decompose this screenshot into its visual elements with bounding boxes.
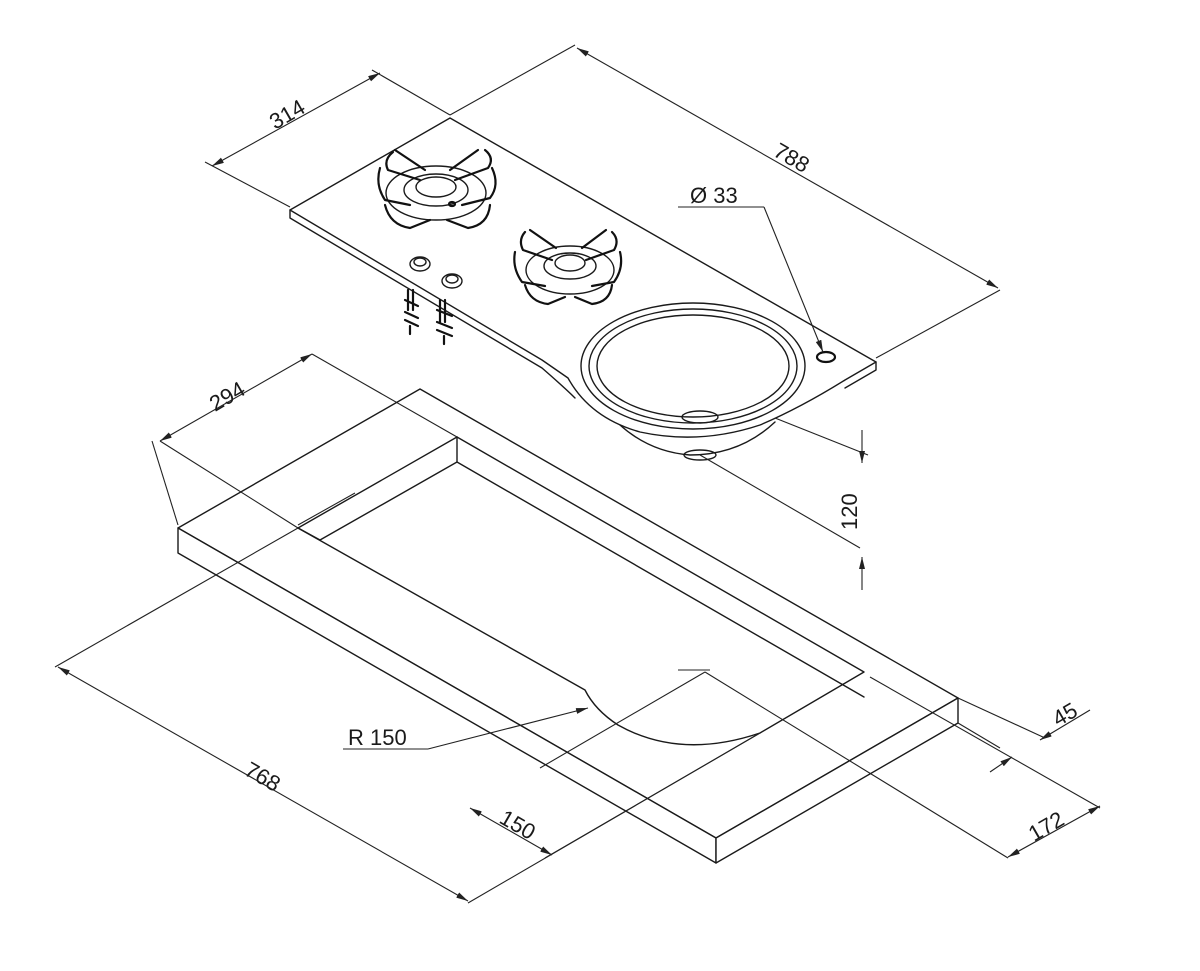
burner-large-icon: [377, 148, 497, 230]
bowl-basin: [596, 314, 790, 418]
tap-hole-icon: [815, 350, 837, 364]
dim-45: [957, 697, 1091, 773]
bowl-rim-outer: [580, 302, 806, 430]
bowl-underside: [619, 421, 776, 456]
hob-plate-edge-right: [844, 361, 877, 389]
dim-294: [151, 353, 458, 529]
label-788: 788: [770, 138, 814, 178]
label-294: 294: [205, 376, 249, 416]
label-150: 150: [496, 805, 540, 845]
hob-plate-edge: [289, 209, 576, 399]
label-172: 172: [1024, 806, 1068, 846]
label-768: 768: [241, 757, 285, 797]
dim-150: [469, 669, 761, 859]
label-radius: R 150: [348, 725, 407, 750]
bowl-drain-inner: [681, 410, 719, 424]
recess-depth-line-left: [297, 461, 458, 541]
dim-314: [204, 69, 451, 208]
slab-recess: [297, 436, 865, 746]
control-knob-icon: [409, 256, 463, 289]
dim-120: [699, 417, 869, 590]
dim-788: [449, 44, 1001, 359]
gas-valve-icon: [403, 288, 454, 346]
label-314: 314: [265, 94, 309, 134]
sink-bowl: [580, 302, 806, 461]
dim-hole-diameter: [678, 206, 824, 353]
dim-172: [704, 671, 1101, 859]
cutout-slab: [177, 388, 959, 864]
label-45: 45: [1048, 697, 1082, 731]
label-hole-diameter: Ø 33: [690, 183, 738, 208]
bowl-drain: [683, 449, 717, 461]
label-120: 120: [837, 493, 862, 530]
dim-radius: [343, 707, 589, 750]
